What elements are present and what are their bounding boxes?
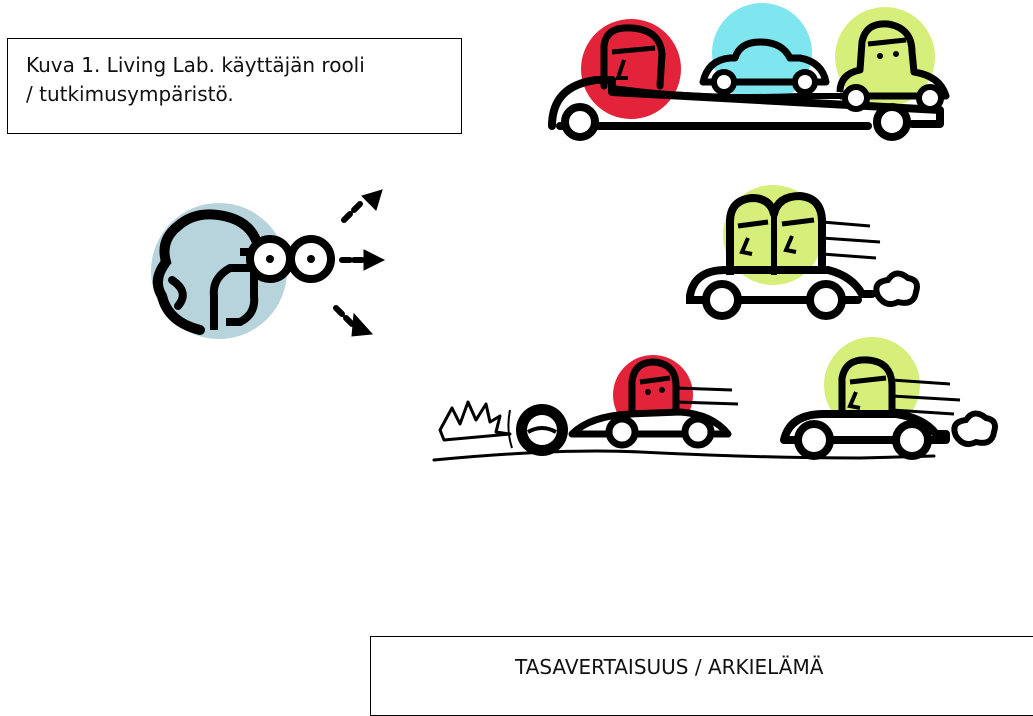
- cyan-car-body: [699, 38, 830, 86]
- lime-driver-circle: [835, 7, 935, 107]
- red-driver-circle: [581, 19, 681, 119]
- figure-caption-box: Kuva 1. Living Lab. käyttäjän rooli / tu…: [7, 38, 462, 134]
- lime-driver-car: [836, 20, 950, 100]
- person-with-binoculars-icon: [151, 189, 386, 339]
- two-drivers-car-icon: [686, 185, 920, 320]
- binoculars-icon: [240, 235, 335, 283]
- figure-caption-line-1: Kuva 1. Living Lab. käyttäjän rooli: [26, 53, 365, 77]
- three-cars-convoy-icon: [548, 3, 950, 141]
- crash-burst-icon: [438, 400, 512, 442]
- mid-car-body: [686, 266, 876, 300]
- trailer-wheel-left: [561, 103, 599, 141]
- loose-wheel-icon: [507, 404, 568, 456]
- equality-everyday-label: TASAVERTAISUUS / ARKIELÄMÄ: [515, 655, 824, 679]
- look-arrows-icon: [333, 189, 386, 337]
- red-driver-head: [600, 24, 666, 90]
- equality-everyday-box: TASAVERTAISUUS / ARKIELÄMÄ: [370, 636, 1033, 716]
- car-race-icon: [432, 337, 998, 462]
- ground-line: [432, 449, 936, 462]
- trailer-wheel-right: [873, 103, 911, 141]
- person-hair: [152, 209, 263, 335]
- trailer-top-rail: [609, 85, 863, 100]
- figure-caption-line-2: / tutkimusympäristö.: [26, 82, 234, 106]
- race-exhaust-puff-icon: [951, 410, 998, 447]
- cyan-car-circle: [712, 3, 812, 103]
- exhaust-puff-icon: [873, 270, 920, 307]
